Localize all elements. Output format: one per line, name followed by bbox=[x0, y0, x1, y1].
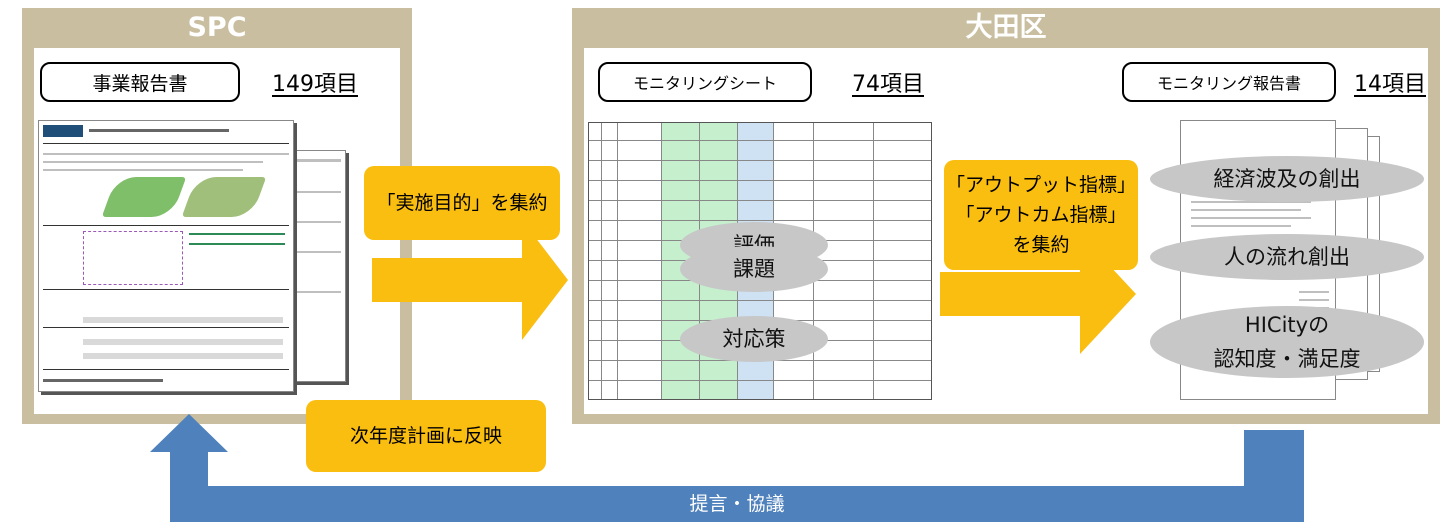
thumbnail-line bbox=[1299, 291, 1329, 293]
thumbnail-line bbox=[1299, 299, 1329, 301]
thumbnail-line bbox=[189, 243, 285, 245]
thumbnail-line bbox=[43, 153, 289, 155]
arrow-spc-to-sheet bbox=[372, 220, 568, 340]
thumbnail-map-image bbox=[181, 177, 267, 217]
thumbnail-line bbox=[43, 161, 263, 163]
business-report-label: 事業報告書 bbox=[40, 62, 240, 102]
thumbnail-line bbox=[83, 353, 283, 359]
thumbnail-line bbox=[1191, 225, 1291, 227]
thumbnail-checkbox-grid bbox=[83, 231, 183, 285]
monitoring-sheet-label: モニタリングシート bbox=[598, 62, 812, 102]
oval-countermeasures: 対応策 bbox=[680, 316, 828, 362]
feedback-up-arrowhead bbox=[150, 414, 228, 452]
thumbnail-line bbox=[295, 251, 341, 253]
business-report-thumbnail-back bbox=[290, 150, 346, 382]
business-report-count: 149項目 bbox=[272, 72, 358, 97]
thumbnail-header bbox=[43, 125, 83, 137]
oval-hicity-line1: HICityの bbox=[1244, 313, 1330, 337]
thumbnail-line bbox=[295, 221, 341, 223]
thumbnail-line bbox=[295, 291, 341, 293]
proposal-consultation-bar: 提言・協議 bbox=[170, 486, 1304, 522]
thumbnail-line bbox=[295, 191, 341, 193]
thumbnail-line bbox=[43, 327, 289, 328]
thumbnail-line bbox=[295, 159, 341, 162]
monitoring-report-label: モニタリング報告書 bbox=[1122, 62, 1336, 102]
monitoring-report-count: 14項目 bbox=[1354, 72, 1426, 97]
business-report-thumbnail-front bbox=[38, 120, 294, 392]
thumbnail-line bbox=[43, 379, 163, 382]
thumbnail-line bbox=[1191, 209, 1301, 211]
monitoring-sheet-count: 74項目 bbox=[852, 72, 924, 97]
oval-people-flow: 人の流れ創出 bbox=[1150, 234, 1424, 280]
arrow-right-shape bbox=[372, 220, 568, 340]
oval-economic-ripple: 経済波及の創出 bbox=[1150, 156, 1424, 202]
callout-indicators-line1: 「アウトプット指標」 bbox=[945, 174, 1136, 196]
callout-indicators-line3: を集約 bbox=[1012, 234, 1070, 256]
thumbnail-line bbox=[1191, 217, 1311, 219]
callout-aggregate-purpose: 「実施目的」を集約 bbox=[364, 166, 560, 240]
oval-hicity-awareness: HICityの 認知度・満足度 bbox=[1150, 306, 1424, 378]
thumbnail-line bbox=[89, 129, 229, 132]
callout-aggregate-indicators: 「アウトプット指標」 「アウトカム指標」 を集約 bbox=[944, 160, 1138, 270]
thumbnail-map-image bbox=[101, 177, 187, 217]
thumbnail-line bbox=[43, 169, 243, 171]
thumbnail-line bbox=[83, 339, 283, 345]
oval-hicity-line2: 認知度・満足度 bbox=[1213, 347, 1361, 371]
thumbnail-line bbox=[43, 143, 289, 144]
ota-panel-title: 大田区 bbox=[965, 12, 1047, 43]
thumbnail-line bbox=[43, 289, 289, 290]
thumbnail-line bbox=[43, 369, 289, 370]
callout-indicators-line2: 「アウトカム指標」 bbox=[955, 204, 1127, 226]
thumbnail-line bbox=[83, 317, 283, 323]
thumbnail-line bbox=[189, 233, 285, 235]
thumbnail-line bbox=[43, 225, 289, 226]
callout-reflect-next-year-plan: 次年度計画に反映 bbox=[306, 400, 546, 472]
thumbnail-line bbox=[1191, 201, 1311, 203]
spc-panel-title: SPC bbox=[187, 12, 247, 43]
oval-issues: 課題 bbox=[680, 246, 828, 292]
